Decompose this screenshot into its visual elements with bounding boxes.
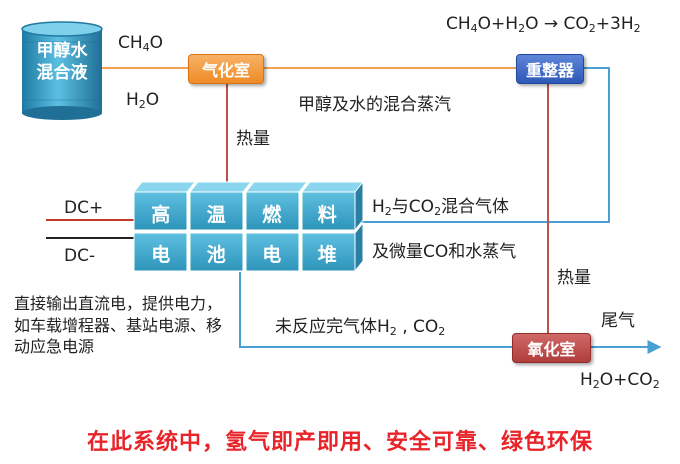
- unreacted-label: 未反应完气体H2 , CO2: [275, 317, 446, 338]
- barrel-label: 甲醇水 混合液: [36, 41, 88, 83]
- stack-cell: [133, 232, 188, 272]
- description-text: 直接输出直流电，提供电力，如车载增程器、基站电源、移动应急电源: [14, 294, 223, 356]
- stack-cell-face: [188, 181, 253, 193]
- stack-cell: [245, 191, 300, 231]
- heat-label-right: 热量: [557, 268, 591, 288]
- dc-plus-label: DC+: [64, 198, 104, 218]
- reaction-equation: CH4O+H2O → CO2+3H2: [446, 14, 641, 35]
- vaporizer-box: 气化室: [188, 54, 264, 84]
- stack-char: 高: [151, 204, 173, 226]
- stack-char: 池: [206, 244, 228, 266]
- stack-char: 燃: [262, 204, 284, 226]
- footer-text: 在此系统中，氢气即产即用、安全可靠、绿色环保: [86, 430, 593, 455]
- heat-label-top: 热量: [236, 129, 270, 149]
- stack-char: 电: [262, 244, 284, 266]
- stack-char: 温: [206, 204, 228, 226]
- reformate-line: [356, 67, 610, 223]
- stack-cell-face: [354, 221, 364, 273]
- tail-gas-label: 尾气: [601, 311, 635, 331]
- stack-cell: [189, 232, 244, 272]
- reformer-box: 重整器: [516, 54, 584, 84]
- stack-cell-face: [244, 181, 309, 193]
- stack-cell: [133, 191, 188, 231]
- stack-cell: [301, 232, 356, 272]
- fuel-cell-stack: [132, 180, 365, 273]
- vapor-label: 甲醇及水的混合蒸汽: [298, 95, 451, 115]
- exhaust-label: H2O+CO2: [580, 370, 660, 391]
- stack-cell: [245, 232, 300, 272]
- stack-row-top: 高 温 燃 料: [134, 200, 356, 227]
- h2o-label: H2O: [126, 90, 160, 111]
- stack-cell-face: [300, 181, 365, 193]
- stack-char: 料: [317, 204, 339, 226]
- stack-row-bottom: 电 池 电 堆: [134, 240, 356, 267]
- mix-gas-label-2: 及微量CO和水蒸气: [372, 242, 517, 262]
- dc-minus-label: DC-: [64, 246, 96, 266]
- mix-gas-label: H2与CO2混合气体: [372, 197, 510, 218]
- stack-char: 堆: [317, 244, 339, 266]
- oxidizer-box: 氧化室: [512, 333, 591, 363]
- stack-cell-face: [132, 181, 197, 193]
- stack-char: 电: [151, 244, 173, 266]
- ch4o-label: CH4O: [118, 33, 164, 54]
- stack-cell: [189, 191, 244, 231]
- stack-cell: [301, 191, 356, 231]
- unreacted-line: [239, 272, 512, 348]
- methanol-barrel-icon: [21, 21, 103, 120]
